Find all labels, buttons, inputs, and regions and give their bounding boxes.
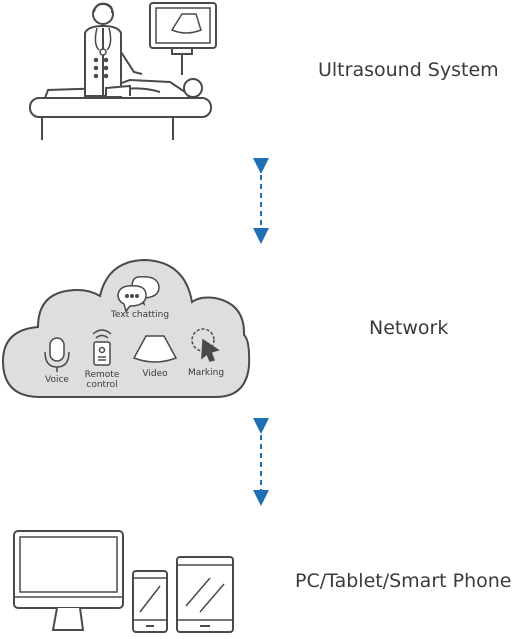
text-chatting-label: Text chatting (110, 310, 169, 320)
desktop-monitor-icon (13, 530, 124, 631)
remote-control-icon (92, 329, 112, 366)
ultrasound-monitor-icon (149, 2, 217, 75)
tablet-icon (176, 556, 234, 633)
exam-bed-icon (29, 97, 212, 140)
marking-cursor-icon (191, 328, 220, 362)
video-label: Video (142, 369, 168, 379)
marking-label: Marking (188, 368, 224, 378)
remote-label-line2: control (86, 380, 117, 390)
smartphone-icon (132, 570, 168, 633)
network-label: Network (369, 317, 449, 339)
ultrasound-system-label: Ultrasound System (318, 59, 499, 81)
chat-bubbles-icon (117, 275, 160, 313)
microphone-icon (44, 337, 70, 372)
voice-label: Voice (45, 375, 69, 385)
remote-label-line1: Remote (85, 370, 120, 380)
cloud-icon (1, 258, 251, 398)
devices-label: PC/Tablet/Smart Phone (295, 570, 512, 592)
ultrasound-image-icon (132, 335, 178, 363)
doctor-icon (84, 2, 143, 97)
